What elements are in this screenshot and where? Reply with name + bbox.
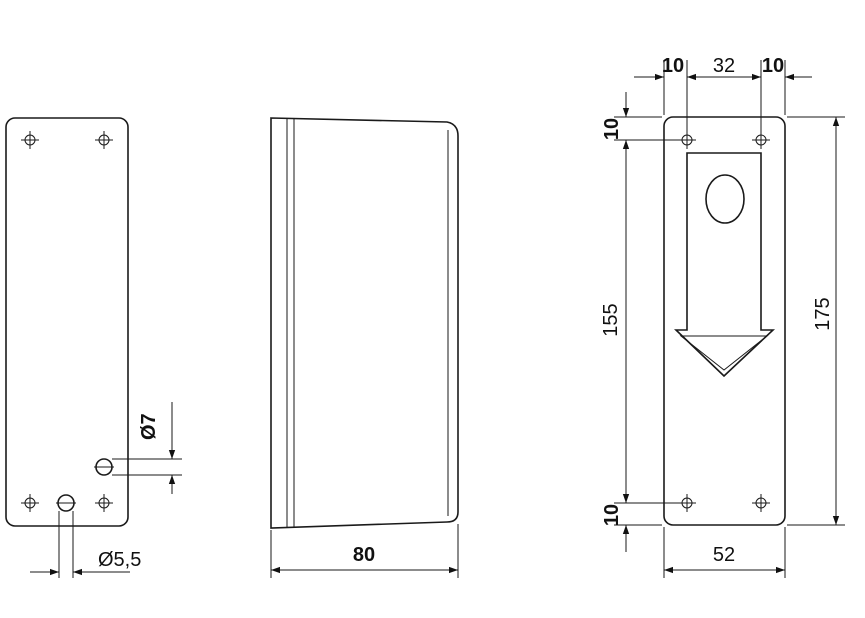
spacing-left-label: 10 (662, 55, 684, 77)
top-offset-label: 10 (601, 118, 623, 140)
middle-view: 80 (270, 117, 459, 578)
right-view: 10 32 10 10 155 10 175 (600, 55, 845, 578)
dimension-vertical-left: 10 155 10 (600, 92, 680, 552)
mounting-hole (21, 494, 39, 512)
mounting-hole (678, 131, 696, 149)
mounting-hole (752, 494, 770, 512)
dimension-hole-spacing: 10 32 10 (634, 55, 812, 132)
dimension-total-height: 175 (787, 116, 845, 526)
side-profile-outline (270, 117, 459, 529)
spacing-right-label: 10 (762, 55, 784, 77)
dimension-depth: 80 (270, 524, 459, 578)
arrow-symbol-outer (674, 152, 776, 378)
key-cylinder-opening (705, 174, 745, 224)
inner-height-label: 155 (600, 303, 622, 336)
depth-label: 80 (353, 544, 375, 566)
mounting-hole (95, 494, 113, 512)
right-plate-outline (663, 116, 786, 526)
arrow-symbol-inner (679, 335, 769, 371)
dimension-diameter-7: Ø7 (112, 402, 182, 494)
diameter-7-label: Ø7 (138, 413, 160, 440)
mounting-hole (95, 131, 113, 149)
large-hole-side (94, 458, 114, 476)
bottom-offset-label: 10 (601, 504, 623, 526)
width-label: 52 (713, 544, 735, 566)
mounting-hole (678, 494, 696, 512)
spacing-mid-label: 32 (713, 55, 735, 77)
large-hole-bottom (56, 494, 76, 512)
left-view: Ø7 Ø5,5 (5, 117, 182, 578)
mounting-hole (752, 131, 770, 149)
mounting-hole (21, 131, 39, 149)
dimension-width: 52 (663, 527, 786, 578)
total-height-label: 175 (812, 297, 834, 330)
dimension-diameter-5-5: Ø5,5 (30, 511, 141, 578)
diameter-5-5-label: Ø5,5 (98, 549, 141, 571)
left-plate-outline (5, 117, 129, 527)
